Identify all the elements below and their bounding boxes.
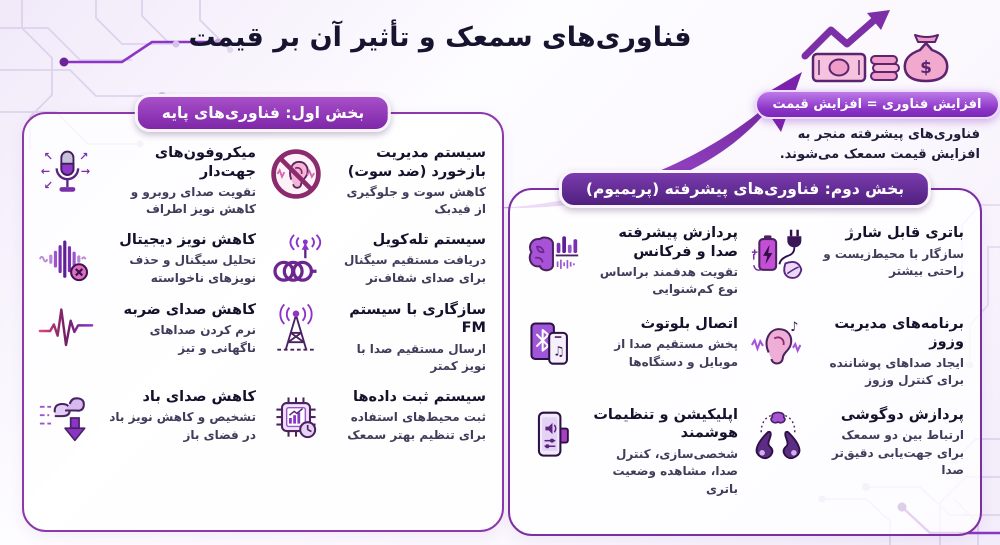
item-telecoil: سیستم تله‌کویل دریافت مستقیم سیگنال برای… xyxy=(268,231,486,289)
banknote-icon xyxy=(811,52,867,83)
telecoil-icon xyxy=(268,233,324,289)
item-desc: کاهش سوت و جلوگیری از فیدبک xyxy=(346,185,486,217)
item-desc: نرم کردن صداهای ناگهانی و تیز xyxy=(149,323,256,355)
item-data-logging: سیستم ثبت داده‌ها ثبت محیط‌های استفاده ب… xyxy=(268,388,486,446)
page-title: فناوری‌های سمعک و تأثیر آن بر قیمت xyxy=(188,22,692,53)
wind-noise-icon xyxy=(38,390,94,446)
svg-text:←: ← xyxy=(41,165,50,178)
digital-noise-reduction-icon xyxy=(38,233,94,289)
binaural-processing-icon xyxy=(750,408,806,464)
svg-text:↙: ↙ xyxy=(44,179,53,192)
basic-items-grid: ↖ ← ↙ ↗ → میکروفون‌های جهت‌دار تقویت صدا… xyxy=(24,114,502,452)
item-desc: تقویت هدفمند براساس نوع کم‌شنوایی xyxy=(599,265,738,297)
item-title: پردازش دوگوشی xyxy=(840,406,964,423)
price-equation-badge: افزایش فناوری = افزایش قیمت xyxy=(754,90,1000,119)
feedback-management-icon xyxy=(268,146,324,202)
item-impact-sound: کاهش صدای ضربه نرم کردن صداهای ناگهانی و… xyxy=(38,301,256,376)
svg-text:♫: ♫ xyxy=(553,344,565,359)
item-title: سیستم ثبت داده‌ها xyxy=(353,388,486,405)
coins-icon xyxy=(870,55,900,81)
item-binaural-processing: پردازش دوگوشی ارتباط بین دو سمعک برای جه… xyxy=(750,406,964,498)
premium-technologies-panel: بخش دوم: فناوری‌های پیشرفته (پریمیوم) xyxy=(508,170,982,536)
item-smart-app: اپلیکیشن و تنظیمات هوشمند شخصی‌سازی، کنت… xyxy=(524,406,738,498)
item-desc: تحلیل سیگنال و حذف نویزهای ناخواسته xyxy=(129,253,256,285)
svg-text:↖: ↖ xyxy=(44,150,53,163)
item-desc: تقویت صدای روبرو و کاهش نویز اطراف xyxy=(130,185,256,217)
item-desc: تشخیص و کاهش نویز باد در فضای باز xyxy=(109,410,256,442)
svg-text:$: $ xyxy=(920,58,932,78)
money-growth-icon: $ xyxy=(801,10,949,83)
svg-text:↗: ↗ xyxy=(79,150,88,163)
data-logging-icon xyxy=(268,390,324,446)
item-desc: دریافت مستقیم سیگنال برای صدای شفاف‌تر xyxy=(344,253,486,285)
item-title: سازگاری با سیستم FM xyxy=(349,301,486,337)
item-directional-microphones: ↖ ← ↙ ↗ → میکروفون‌های جهت‌دار تقویت صدا… xyxy=(38,144,256,219)
item-title: میکروفون‌های جهت‌دار xyxy=(154,145,256,180)
advanced-sound-processing-icon xyxy=(524,226,580,282)
impact-sound-icon xyxy=(38,303,94,359)
item-desc: پخش مستقیم صدا از موبایل و دستگاه‌ها xyxy=(614,337,738,369)
fm-system-icon xyxy=(268,303,324,359)
item-digital-noise-reduction: کاهش نویز دیجیتال تحلیل سیگنال و حذف نوی… xyxy=(38,231,256,289)
basic-technologies-panel: بخش اول: فناوری‌های پایه ↖ ← ↙ ↗ → xyxy=(22,94,504,532)
smart-app-icon xyxy=(524,408,580,464)
item-title: کاهش صدای باد xyxy=(142,388,256,405)
item-desc: ایجاد صداهای پوشاننده برای کنترل وزوز xyxy=(829,355,964,388)
item-title: سیستم مدیریت بازخورد (ضد سوت) xyxy=(347,145,486,180)
price-callout-note: فناوری‌های پیشرفته منجر به افزایش قیمت س… xyxy=(779,127,980,162)
item-rechargeable-battery: باتری قابل شارژ سازگار با محیط‌زیست و را… xyxy=(750,224,964,299)
item-advanced-processing: پردازش پیشرفته صدا و فرکانس تقویت هدفمند… xyxy=(524,224,738,299)
directional-microphone-icon: ↖ ← ↙ ↗ → xyxy=(38,146,94,202)
item-title: باتری قابل شارژ xyxy=(845,225,964,241)
money-bag-icon: $ xyxy=(903,34,949,83)
rechargeable-battery-icon xyxy=(750,226,806,282)
item-desc: ارتباط بین دو سمعک برای جهت‌یابی دقیق‌تر… xyxy=(831,428,964,478)
item-desc: ثبت محیط‌های استفاده برای تنظیم بهتر سمع… xyxy=(347,410,486,442)
item-title: کاهش نویز دیجیتال xyxy=(119,231,256,248)
svg-text:♪: ♪ xyxy=(790,320,798,335)
item-title: کاهش صدای ضربه xyxy=(123,301,256,318)
tinnitus-management-icon: ♪ xyxy=(750,317,806,373)
bluetooth-connection-icon: ♫ xyxy=(524,317,580,373)
item-title: اتصال بلوتوث xyxy=(640,315,738,332)
item-title: پردازش پیشرفته صدا و فرکانس xyxy=(618,225,738,260)
premium-items-grid: پردازش پیشرفته صدا و فرکانس تقویت هدفمند… xyxy=(510,190,980,504)
item-desc: سازگار با محیط‌زیست و راحتی بیشتر xyxy=(823,246,964,278)
premium-panel-header: بخش دوم: فناوری‌های پیشرفته (پریمیوم) xyxy=(558,170,932,208)
item-wind-noise: کاهش صدای باد تشخیص و کاهش نویز باد در ف… xyxy=(38,388,256,446)
item-desc: ارسال مستقیم صدا با نویز کمتر xyxy=(356,341,486,374)
basic-panel-header: بخش اول: فناوری‌های پایه xyxy=(134,94,392,132)
item-desc: شخصی‌سازی، کنترل صدا، مشاهده وضعیت باتری xyxy=(612,446,738,496)
item-feedback-management: سیستم مدیریت بازخورد (ضد سوت) کاهش سوت و… xyxy=(268,144,486,219)
item-fm-system: سازگاری با سیستم FM ارسال مستقیم صدا با … xyxy=(268,301,486,376)
item-bluetooth: ♫ اتصال بلوتوث پخش مستقیم صدا از موبایل … xyxy=(524,315,738,390)
item-title: برنامه‌های مدیریت وزوز xyxy=(834,315,964,351)
price-callout: $ افزایش فناوری = افزایش قیمت فناوری‌های… xyxy=(754,10,1000,164)
svg-text:→: → xyxy=(81,165,90,178)
item-title: سیستم تله‌کویل xyxy=(372,231,486,248)
item-tinnitus-management: ♪ برنامه‌های مدیریت وزوز ایجاد صداهای پو… xyxy=(750,315,964,390)
item-title: اپلیکیشن و تنظیمات هوشمند xyxy=(593,406,738,442)
